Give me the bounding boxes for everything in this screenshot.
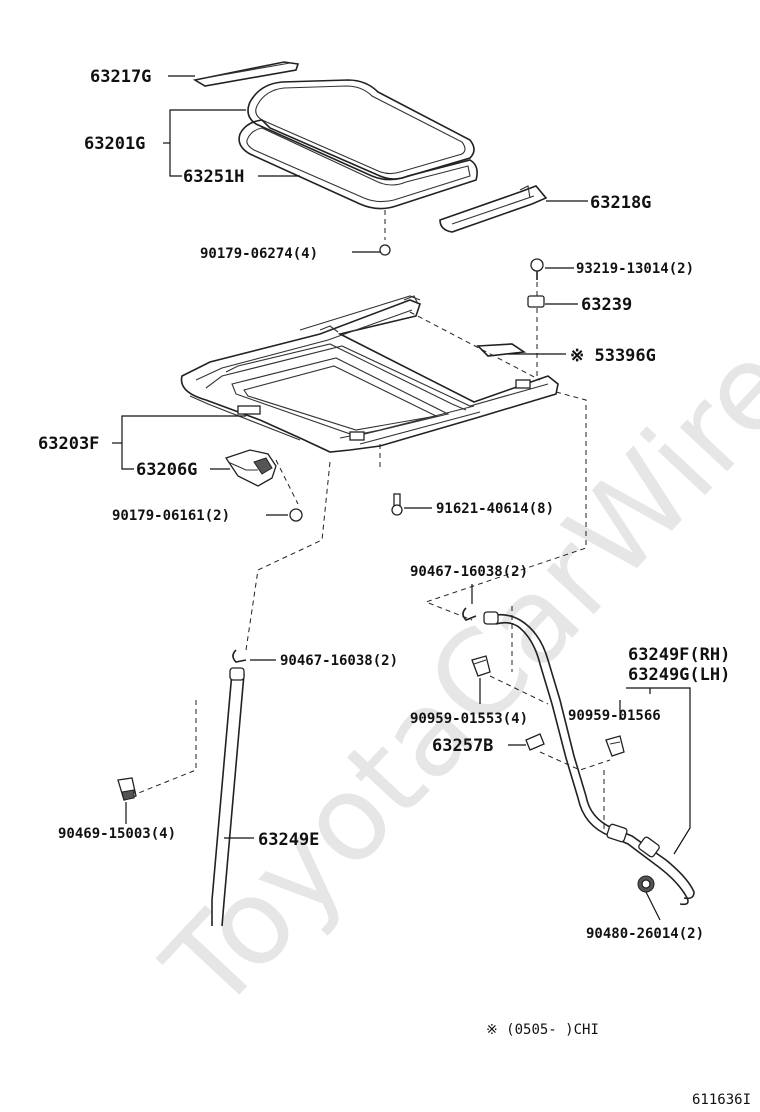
label-63201G: 63201G — [84, 134, 145, 154]
label-63239: 63239 — [581, 295, 632, 315]
diagram-id: 611636I — [692, 1092, 751, 1108]
label-63206G: 63206G — [136, 460, 197, 480]
label-63249E: 63249E — [258, 830, 319, 850]
label-63251H: 63251H — [183, 167, 244, 187]
label-90179-06274: 90179-06274(4) — [200, 246, 318, 262]
clip-90469-15003 — [117, 777, 137, 824]
label-63249F-RH: 63249F(RH) — [628, 645, 730, 665]
label-90467-16038-left: 90467-16038(2) — [280, 653, 398, 669]
label-63218G: 63218G — [590, 193, 651, 213]
pad-53396G — [476, 343, 566, 357]
glass-seal-63251H — [238, 119, 478, 210]
rail-bracket-63218G — [439, 185, 588, 233]
motor-63206G — [210, 449, 299, 505]
label-90469-15003: 90469-15003(4) — [58, 826, 176, 842]
label-53396G: ※ 53396G — [570, 346, 656, 366]
label-90467-16038-right: 90467-16038(2) — [410, 564, 528, 580]
label-63257B: 63257B — [432, 736, 493, 756]
label-93219-13014: 93219-13014(2) — [576, 261, 694, 277]
label-90959-01566: 90959-01566 — [568, 708, 661, 724]
clip-90467-16038-right — [462, 584, 477, 621]
glass-panel-63201G — [247, 79, 475, 181]
sunroof-frame-63203F — [180, 295, 559, 468]
leader-63201G-63251H — [163, 109, 300, 177]
label-63203F: 63203F — [38, 434, 99, 454]
drain-hose-63249E — [211, 667, 254, 927]
drain-hose-63249F-G — [483, 611, 695, 906]
leader-63249F-G — [619, 687, 691, 855]
label-90480-26014: 90480-26014(2) — [586, 926, 704, 942]
clamp-90959-01566 — [605, 735, 625, 757]
clip-90467-16038-left — [232, 649, 276, 663]
block-63239 — [527, 282, 578, 380]
screw-93219-13014 — [530, 258, 574, 280]
clamp-90959-01553 — [471, 655, 491, 704]
grommet-63257B — [508, 733, 545, 751]
rail-bracket-63217G — [168, 61, 300, 87]
label-63249G-LH: 63249G(LH) — [628, 665, 730, 685]
clamp-90480-26014 — [637, 875, 661, 921]
footnote-text: ※ (0505- )CHI — [486, 1022, 599, 1038]
label-63217G: 63217G — [90, 67, 151, 87]
leader-63203F-63206G — [112, 415, 246, 470]
label-90959-01553: 90959-01553(4) — [410, 711, 528, 727]
label-90179-06161: 90179-06161(2) — [112, 508, 230, 524]
watermark-text: ToyotaCarWire.ru — [137, 200, 760, 1037]
label-91621-40614: 91621-40614(8) — [436, 501, 554, 517]
nut-90179-06274 — [352, 210, 391, 256]
bolt-91621-40614 — [391, 493, 432, 516]
nut-90179-06161 — [266, 508, 303, 522]
